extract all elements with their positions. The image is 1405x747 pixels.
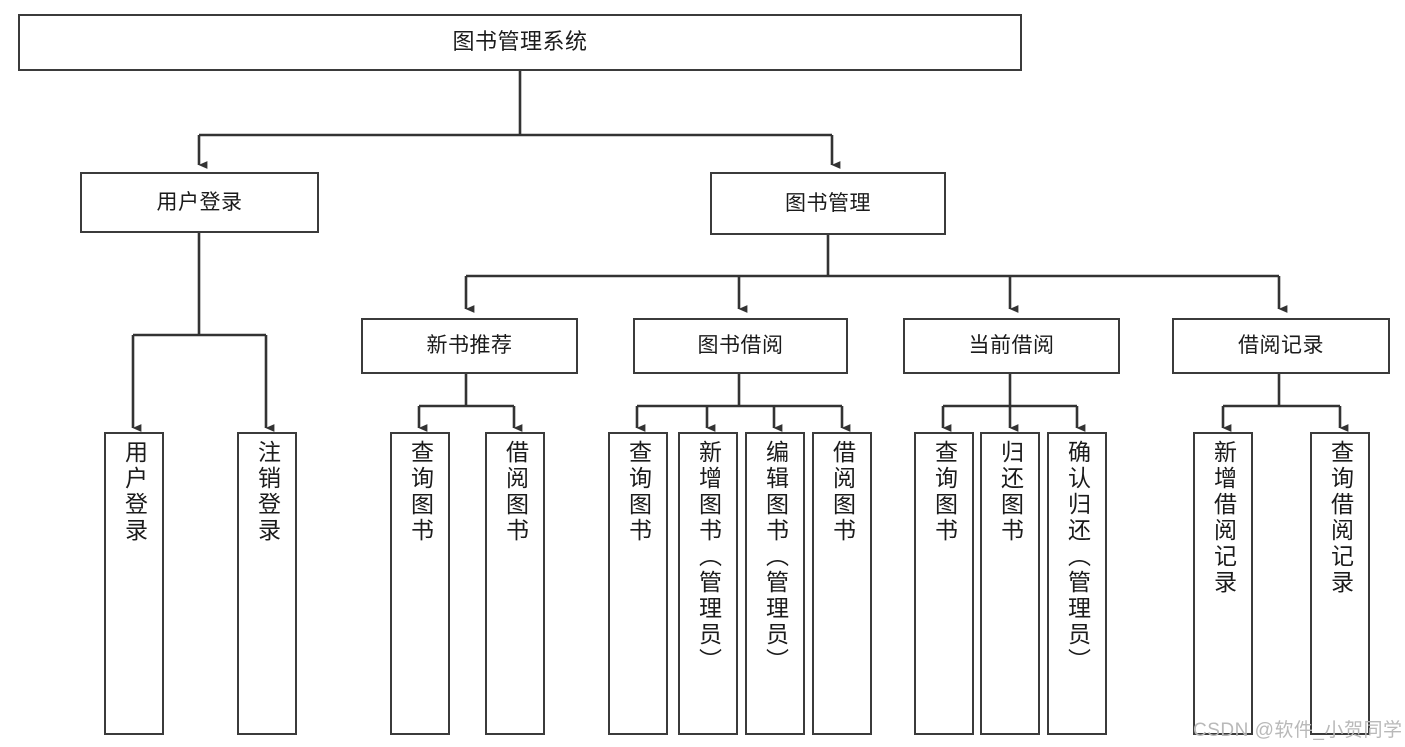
node-user-login[interactable]: 用户登录 xyxy=(80,172,319,233)
node-leaf-borrow-book-recommend-label: 借阅图书 xyxy=(502,440,529,544)
node-book-management[interactable]: 图书管理 xyxy=(710,172,946,235)
node-leaf-confirm-return-admin[interactable]: 确认归还（管理员） xyxy=(1047,432,1107,735)
node-leaf-add-borrow-record[interactable]: 新增借阅记录 xyxy=(1193,432,1253,735)
node-leaf-user-login[interactable]: 用户登录 xyxy=(104,432,164,735)
node-leaf-add-book-admin-label: 新增图书（管理员） xyxy=(695,440,722,674)
node-borrow-record-label: 借阅记录 xyxy=(1238,334,1324,358)
node-book-management-label: 图书管理 xyxy=(785,191,871,215)
node-leaf-query-book-current-label: 查询图书 xyxy=(931,440,958,544)
node-leaf-borrow-book-label: 借阅图书 xyxy=(829,440,856,544)
node-leaf-borrow-book[interactable]: 借阅图书 xyxy=(812,432,872,735)
node-leaf-query-book-current[interactable]: 查询图书 xyxy=(914,432,974,735)
node-current-borrow-label: 当前借阅 xyxy=(968,334,1055,358)
node-borrow-record[interactable]: 借阅记录 xyxy=(1172,318,1390,374)
node-leaf-confirm-return-admin-label: 确认归还（管理员） xyxy=(1064,440,1091,674)
watermark-csdn: CSDN @软件_小贺同学 xyxy=(1193,720,1403,741)
node-leaf-query-book-borrow-label: 查询图书 xyxy=(625,440,652,544)
node-leaf-add-book-admin[interactable]: 新增图书（管理员） xyxy=(678,432,738,735)
node-leaf-user-login-label: 用户登录 xyxy=(121,440,148,544)
node-leaf-add-borrow-record-label: 新增借阅记录 xyxy=(1210,440,1237,596)
node-leaf-borrow-book-recommend[interactable]: 借阅图书 xyxy=(485,432,545,735)
node-leaf-logout-label: 注销登录 xyxy=(254,440,281,544)
node-leaf-query-borrow-record[interactable]: 查询借阅记录 xyxy=(1310,432,1370,735)
node-root-label: 图书管理系统 xyxy=(452,29,588,55)
node-leaf-return-book[interactable]: 归还图书 xyxy=(980,432,1040,735)
node-leaf-query-book-recommend-label: 查询图书 xyxy=(407,440,434,544)
node-leaf-edit-book-admin[interactable]: 编辑图书（管理员） xyxy=(745,432,805,735)
node-leaf-edit-book-admin-label: 编辑图书（管理员） xyxy=(762,440,789,674)
node-book-borrow-label: 图书借阅 xyxy=(697,334,784,358)
node-root[interactable]: 图书管理系统 xyxy=(18,14,1022,71)
node-new-book-recommend[interactable]: 新书推荐 xyxy=(361,318,578,374)
node-current-borrow[interactable]: 当前借阅 xyxy=(903,318,1120,374)
node-book-borrow[interactable]: 图书借阅 xyxy=(633,318,848,374)
node-leaf-logout[interactable]: 注销登录 xyxy=(237,432,297,735)
node-user-login-label: 用户登录 xyxy=(156,190,243,214)
node-new-book-recommend-label: 新书推荐 xyxy=(426,334,513,358)
node-leaf-query-book-borrow[interactable]: 查询图书 xyxy=(608,432,668,735)
node-leaf-query-book-recommend[interactable]: 查询图书 xyxy=(390,432,450,735)
node-leaf-query-borrow-record-label: 查询借阅记录 xyxy=(1327,440,1354,596)
node-leaf-return-book-label: 归还图书 xyxy=(997,440,1024,544)
